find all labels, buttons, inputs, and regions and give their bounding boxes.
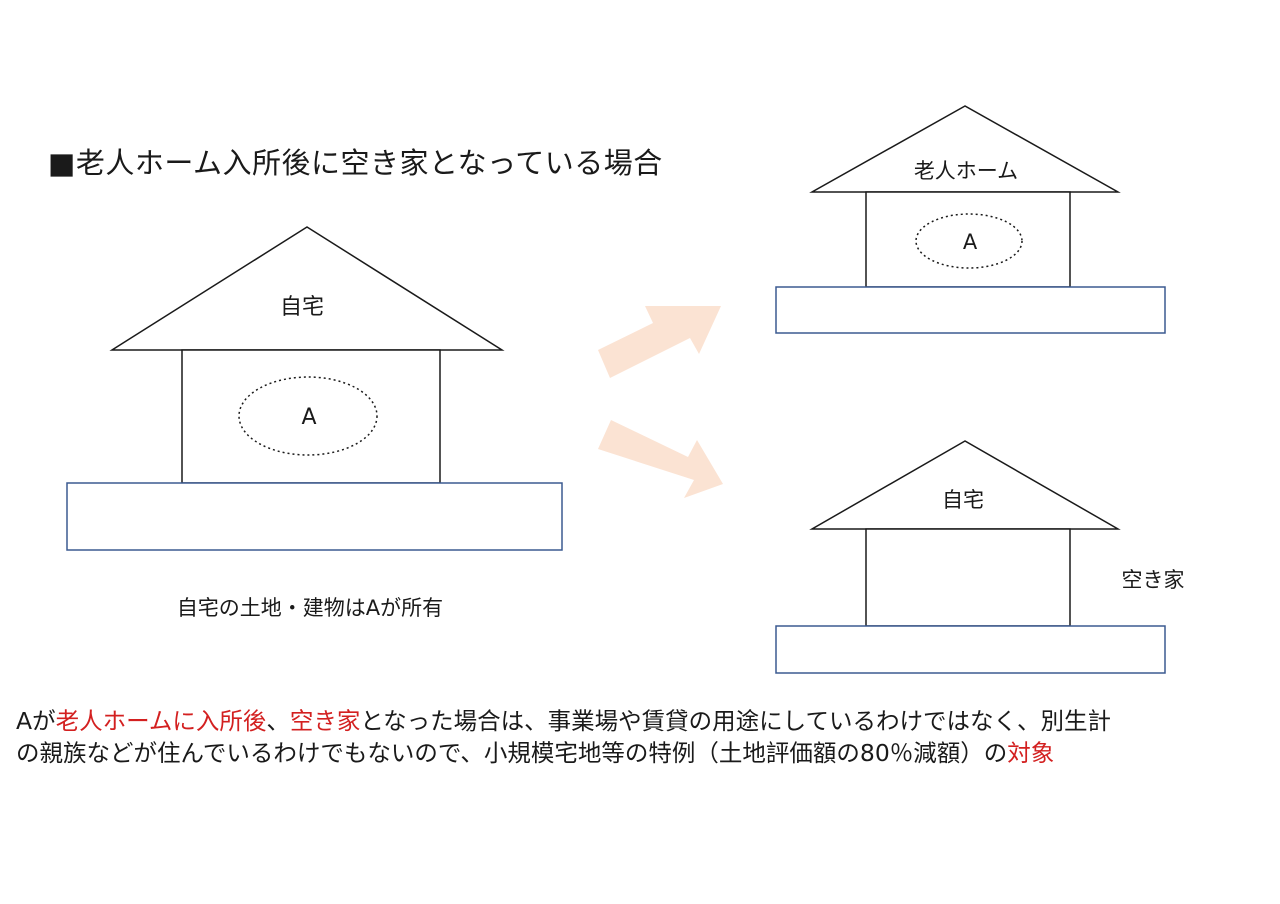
vacant-home-roof-label: 自宅	[942, 488, 984, 512]
explanation-highlight: 老人ホームに入所後	[55, 707, 267, 735]
left-house-body	[181, 349, 441, 484]
explanation-highlight: 対象	[1007, 739, 1055, 767]
left-house-occupant-label: A	[301, 405, 316, 430]
arrow-to-vacant-home	[598, 420, 723, 498]
vacant-home-body	[865, 528, 1071, 627]
nursing-home-land	[775, 286, 1166, 334]
nursing-home-occupant-label: A	[963, 230, 978, 254]
arrow-to-nursing-home	[598, 306, 721, 378]
explanation-segment: となった場合は、事業場や賃貸の用途にしているわけではなく、別生計	[360, 707, 1111, 735]
left-house: 自宅 A	[66, 226, 563, 551]
vacant-home-roof	[809, 440, 1121, 530]
left-house-occupant-ellipse	[238, 376, 378, 456]
slide-title: ■老人ホーム入所後に空き家となっている場合	[48, 146, 663, 180]
left-house-land	[66, 482, 563, 551]
explanation-line-1: Aが老人ホームに入所後、空き家となった場合は、事業場や賃貸の用途にしているわけで…	[16, 705, 1272, 737]
explanation-text: Aが老人ホームに入所後、空き家となった場合は、事業場や賃貸の用途にしているわけで…	[16, 705, 1272, 769]
vacant-home-house: 自宅 空き家	[775, 440, 1185, 674]
vacant-home-side-label: 空き家	[1122, 568, 1185, 592]
left-house-roof	[109, 226, 505, 351]
nursing-home-roof-label: 老人ホーム	[914, 159, 1018, 183]
nursing-home-house: 老人ホーム A	[775, 105, 1166, 334]
nursing-home-body	[865, 191, 1071, 288]
left-house-caption: 自宅の土地・建物はAが所有	[176, 596, 444, 620]
explanation-highlight: 空き家	[289, 707, 361, 735]
explanation-line-2: の親族などが住んでいるわけでもないので、小規模宅地等の特例（土地評価額の80％減…	[16, 737, 1272, 769]
explanation-segment: 、	[266, 707, 290, 735]
explanation-segment: の親族などが住んでいるわけでもないので、小規模宅地等の特例（土地評価額の80％減…	[16, 739, 1008, 767]
explanation-segment: Aが	[16, 707, 56, 735]
vacant-home-land	[775, 625, 1166, 674]
left-house-roof-label: 自宅	[280, 295, 324, 320]
nursing-home-occupant-ellipse	[915, 213, 1023, 269]
